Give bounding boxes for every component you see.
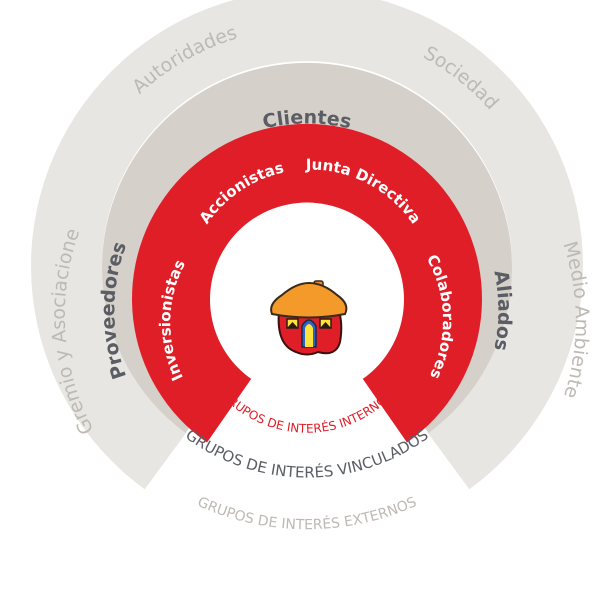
label-grupos-externos: GRUPOS DE INTERÉS EXTERNOS [195,494,419,533]
label-aliados: Aliados [489,269,515,353]
middle-ring [102,62,513,433]
inner-ring [132,123,483,443]
house-logo-icon [270,280,348,356]
label-grupos-internos: GRUPOS DE INTERÉS INTERNOS [219,388,395,436]
